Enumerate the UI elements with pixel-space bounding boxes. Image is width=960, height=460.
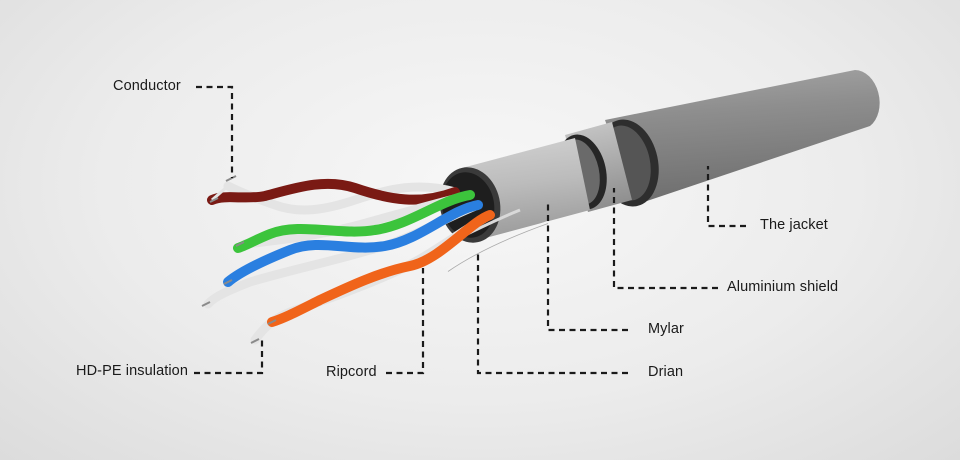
label-jacket: The jacket [760, 217, 828, 233]
leader-jacket [706, 166, 746, 228]
leader-drain [476, 250, 628, 375]
leader-ripcord [386, 268, 425, 375]
label-drain: Drian [648, 364, 684, 380]
label-ripcord: Ripcord [326, 364, 377, 380]
wire-pair-blue [201, 200, 483, 309]
leader-aluminium-shield [612, 188, 718, 290]
wire-pair-brown [207, 175, 460, 215]
jacket [597, 70, 880, 207]
leader-conductor [196, 85, 234, 178]
label-aluminium-shield: Aluminium shield [727, 279, 839, 295]
wire-pair-orange [250, 210, 495, 345]
leader-insulation [194, 340, 264, 375]
leader-mylar [546, 202, 628, 332]
label-insulation: HD-PE insulation [76, 363, 189, 379]
label-mylar: Mylar [648, 321, 684, 337]
drain-wire [447, 220, 549, 272]
wire-pair-green [233, 190, 475, 253]
label-conductor: Conductor [113, 78, 181, 94]
